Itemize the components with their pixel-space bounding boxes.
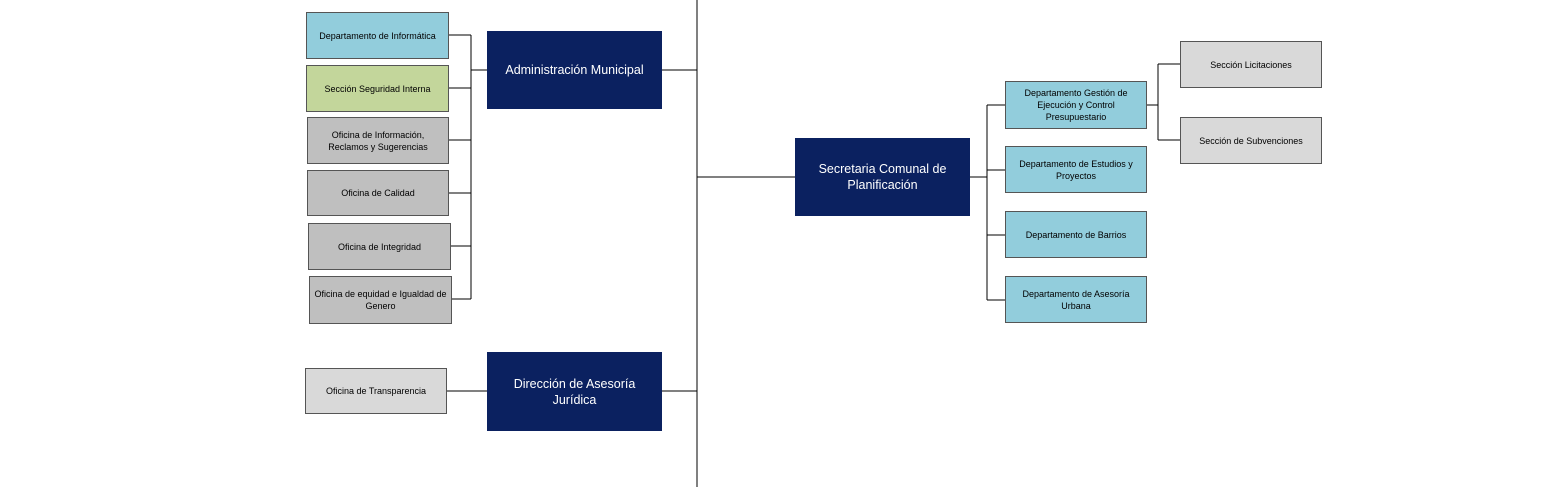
child-oficina-equidad-genero: Oficina de equidad e Igualdad de Genero xyxy=(309,276,452,324)
child-label: Departamento de Informática xyxy=(319,30,436,41)
child-label: Oficina de Información, Reclamos y Suger… xyxy=(328,129,428,152)
child-departamento-gestion-ejecucion: Departamento Gestión de Ejecución y Cont… xyxy=(1005,81,1147,129)
child-departamento-estudios-proyectos: Departamento de Estudios y Proyectos xyxy=(1005,146,1147,193)
child-label: Departamento de Asesoría Urbana xyxy=(1022,288,1130,311)
child-oficina-calidad: Oficina de Calidad xyxy=(307,170,449,216)
child-label: Departamento de Barrios xyxy=(1025,229,1127,240)
grandchild-label: Sección de Subvenciones xyxy=(1199,135,1303,146)
unit-title: Dirección de Asesoría Jurídica xyxy=(513,376,636,407)
child-label: Oficina de Transparencia xyxy=(325,386,427,396)
child-label: Oficina de Integridad xyxy=(337,241,422,252)
child-departamento-informatica: Departamento de Informática xyxy=(306,12,449,59)
grandchild-seccion-licitaciones: Sección Licitaciones xyxy=(1180,41,1322,88)
unit-direccion-asesoria-juridica: Dirección de Asesoría Jurídica xyxy=(487,352,662,431)
child-label: Departamento Gestión de Ejecución y Cont… xyxy=(1024,88,1128,122)
unit-title: Secretaria Comunal de Planificación xyxy=(818,162,947,192)
child-label: Oficina de Calidad xyxy=(341,188,415,198)
child-label: Departamento de Estudios y Proyectos xyxy=(1019,158,1133,181)
unit-administracion-municipal: Administración Municipal xyxy=(487,31,662,109)
child-seccion-seguridad-interna: Sección Seguridad Interna xyxy=(306,65,449,112)
grandchild-seccion-subvenciones: Sección de Subvenciones xyxy=(1180,117,1322,164)
child-oficina-informacion-reclamos: Oficina de Información, Reclamos y Suger… xyxy=(307,117,449,164)
child-label: Oficina de equidad e Igualdad de Genero xyxy=(314,289,447,311)
child-departamento-asesoria-urbana: Departamento de Asesoría Urbana xyxy=(1005,276,1147,323)
child-oficina-transparencia: Oficina de Transparencia xyxy=(305,368,447,414)
unit-title: Administración Municipal xyxy=(505,63,644,77)
grandchild-label: Sección Licitaciones xyxy=(1210,59,1292,70)
child-oficina-integridad: Oficina de Integridad xyxy=(308,223,451,270)
child-departamento-barrios: Departamento de Barrios xyxy=(1005,211,1147,258)
unit-secretaria-comunal-planificacion: Secretaria Comunal de Planificación xyxy=(795,138,970,216)
child-label: Sección Seguridad Interna xyxy=(324,83,431,94)
